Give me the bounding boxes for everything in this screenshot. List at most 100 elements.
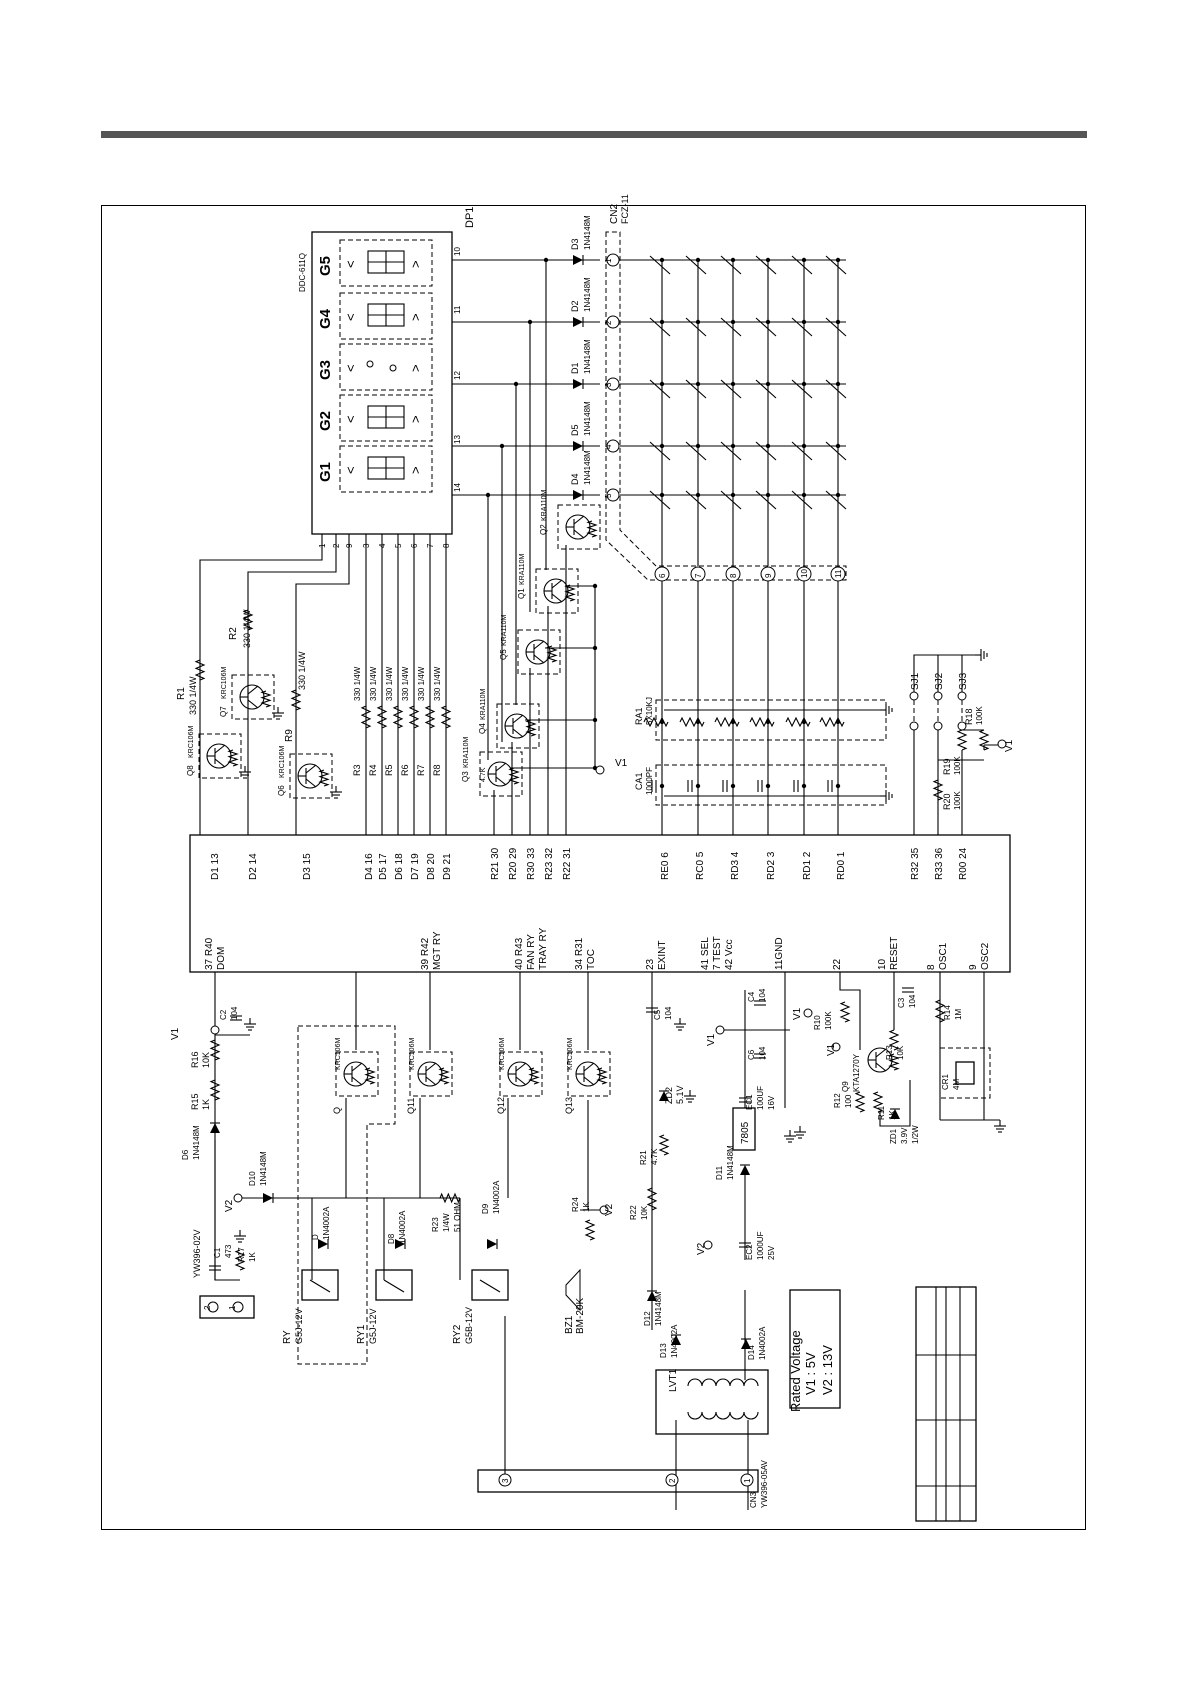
- ic-top-pin: R30 33: [526, 847, 537, 880]
- wire: [825, 379, 847, 399]
- ic-bottom-pin: 22: [832, 958, 843, 970]
- seg-r-val: 330 1/4W: [188, 676, 198, 715]
- transformer-label: LVT1: [668, 1368, 679, 1392]
- dp1-top-pin-10: 10: [453, 247, 462, 256]
- wire: [533, 654, 545, 664]
- cn3-pin-label: 3: [501, 1478, 510, 1483]
- wire: [755, 441, 777, 461]
- junction-dot: [765, 492, 771, 498]
- ic-top-pin: D1 13: [210, 853, 221, 880]
- cn2-pin-label: 8: [729, 573, 738, 578]
- dp1-ref: DP1: [464, 207, 476, 228]
- v1-label-q9: V1: [826, 1043, 837, 1056]
- cn2-pin-label: 5: [604, 493, 613, 498]
- grid-q-ref-q3: Q3: [461, 771, 470, 782]
- resistor: [978, 729, 990, 751]
- diode: [647, 1291, 657, 1301]
- ic-top-pin: D8 20: [426, 853, 437, 880]
- winding: [729, 1378, 745, 1387]
- ic-top-pin: R22 31: [562, 847, 573, 880]
- cn2-pin-label: 4: [604, 444, 613, 449]
- dp1-part: DDC-611Q: [298, 253, 307, 292]
- seg-q-part-q6: KRC106M: [279, 746, 286, 778]
- resistor: [714, 716, 740, 728]
- junction-dot: [499, 443, 505, 449]
- diode-part-d2: 1N4148M: [583, 277, 592, 312]
- wire: [515, 1062, 527, 1072]
- resistor: [888, 1053, 900, 1071]
- seg-r-val: 330 1/4W: [297, 651, 307, 690]
- diode: [573, 255, 583, 265]
- v1-label-grid: V1: [615, 758, 628, 769]
- buzzer: [565, 1268, 581, 1312]
- ic-bottom-pin: 41 SEL: [700, 937, 711, 970]
- component-label: 1/2W: [911, 1125, 920, 1144]
- component-label: 104: [758, 1046, 767, 1060]
- connector-cn3: [477, 1469, 759, 1493]
- v2-label-bz: V2: [604, 1203, 615, 1216]
- component-label: BZ1: [564, 1315, 575, 1334]
- wire: [913, 654, 975, 692]
- ground-symbol: [880, 704, 893, 716]
- schematic-frame: [101, 205, 1086, 1530]
- component-label: 1N4002A: [398, 1210, 407, 1244]
- display-dp1: G1<>G2<>G3<>G4<>G5<> DP1 DDC-611Q: [298, 207, 476, 535]
- v1-terminal-sj: [997, 739, 1007, 749]
- cn2-pin-label: 6: [658, 573, 667, 578]
- resistor: [227, 749, 239, 767]
- wire: [839, 972, 861, 1050]
- transistor-box: [335, 1051, 379, 1097]
- resistor: [525, 719, 537, 737]
- rated-v2: V2 : 13V: [820, 1345, 835, 1395]
- junction-dot: [801, 719, 807, 725]
- transistor-box: [567, 1051, 611, 1097]
- resistor: [643, 716, 669, 728]
- relay-ref: RY2: [452, 1324, 463, 1344]
- grid-label: G2: [317, 411, 334, 431]
- junction-dot: [730, 719, 736, 725]
- grid-q-part-q5: KRA110M: [501, 614, 508, 646]
- component-label: 10K: [896, 1045, 905, 1060]
- wire: [425, 1076, 437, 1086]
- ic-bottom-pin: 11GND: [774, 937, 785, 970]
- v1-terminal-supply: [715, 1025, 725, 1035]
- ic-bottom-pin: RESET: [889, 937, 900, 970]
- component-label: Q9: [841, 1081, 850, 1092]
- component-label: 104: [908, 994, 917, 1008]
- seg-r-val: 330 1/4W: [433, 666, 442, 701]
- component-label: R16: [190, 1051, 200, 1068]
- small-connector-pin: [232, 1301, 244, 1313]
- ic-bottom-pin: 37 R40: [204, 937, 215, 970]
- ic-bottom-pin: OSC1: [938, 942, 949, 970]
- junction-dot: [592, 717, 598, 723]
- wire: [214, 758, 226, 768]
- ic-top-pin: R21 30: [490, 847, 501, 880]
- wire: [649, 255, 671, 275]
- seg-r-val: 330 1/4W: [385, 666, 394, 701]
- resistor: [439, 1192, 461, 1204]
- relay-part: G5J-12V: [368, 1308, 378, 1344]
- transistor-box: [198, 733, 242, 779]
- ic-bottom-pin: 39 R42: [420, 937, 431, 970]
- component-label: R21: [639, 1150, 648, 1165]
- component-label: BM-20K: [575, 1298, 586, 1334]
- diode: [741, 1339, 751, 1349]
- component-label: 10K: [640, 1205, 649, 1220]
- transistor: [496, 703, 540, 749]
- seg-r-val: 330 1/4W: [353, 666, 362, 701]
- wire: [649, 317, 671, 337]
- wire: [879, 972, 911, 1127]
- diode-ref-d3: D3: [570, 238, 580, 250]
- seg-q-part-q8: KRC106M: [188, 726, 195, 758]
- component-label: 100: [844, 1094, 853, 1108]
- grid-arrow: >: [408, 466, 423, 474]
- grid-q-part-q2: KRA110M: [541, 489, 548, 521]
- transformer-box: [655, 1369, 769, 1435]
- ic-top-pin: R20 29: [508, 847, 519, 880]
- rated-v1: V1 : 5V: [803, 1352, 818, 1395]
- resistor: [392, 705, 404, 729]
- ic-bottom-pin: 9: [968, 964, 979, 970]
- wire: [309, 1279, 331, 1293]
- grid-label: G4: [317, 308, 334, 329]
